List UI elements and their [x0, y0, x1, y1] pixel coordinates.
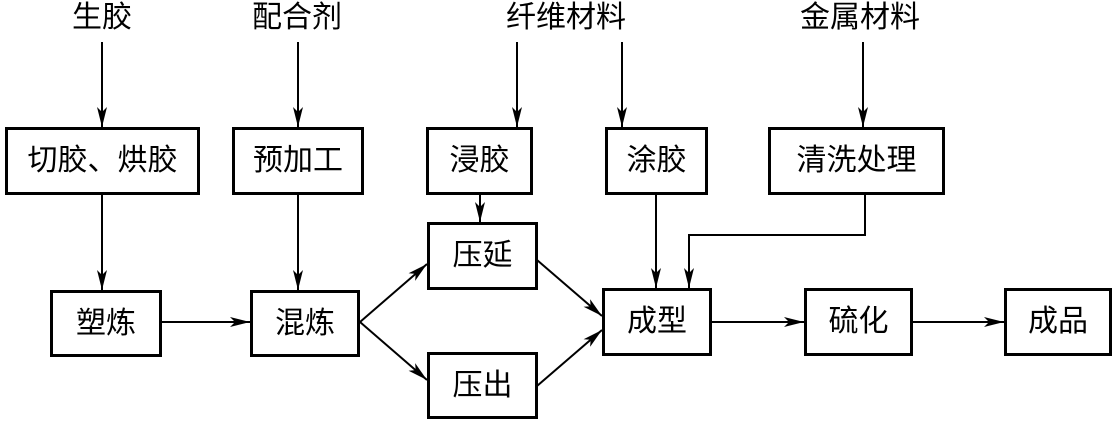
step-mold: 成型 — [602, 288, 712, 356]
step-clean: 清洗处理 — [768, 127, 945, 195]
input-fiber-materials: 纤维材料 — [506, 0, 626, 35]
input-raw-rubber: 生胶 — [72, 0, 132, 35]
step-plasticate: 塑炼 — [50, 290, 162, 357]
step-dip: 浸胶 — [426, 127, 533, 195]
step-cut-dry: 切胶、烘胶 — [5, 127, 200, 195]
input-compounding-agents: 配合剂 — [252, 0, 342, 35]
input-metal-materials: 金属材料 — [800, 0, 920, 35]
step-vulcanize: 硫化 — [804, 288, 913, 356]
arrow-mix-to-calender — [359, 263, 428, 323]
step-coat: 涂胶 — [605, 127, 708, 195]
step-preprocess: 预加工 — [232, 127, 364, 195]
arrow-mix-to-extrude — [359, 321, 428, 381]
step-calender: 压延 — [427, 222, 538, 290]
step-product: 成品 — [1004, 288, 1112, 356]
arrow-extrude-to-mold — [536, 329, 603, 387]
step-mix: 混炼 — [250, 290, 360, 357]
arrow-clean-to-mold — [684, 195, 866, 288]
arrow-calender-to-mold — [536, 259, 603, 317]
step-extrude: 压出 — [427, 352, 538, 419]
